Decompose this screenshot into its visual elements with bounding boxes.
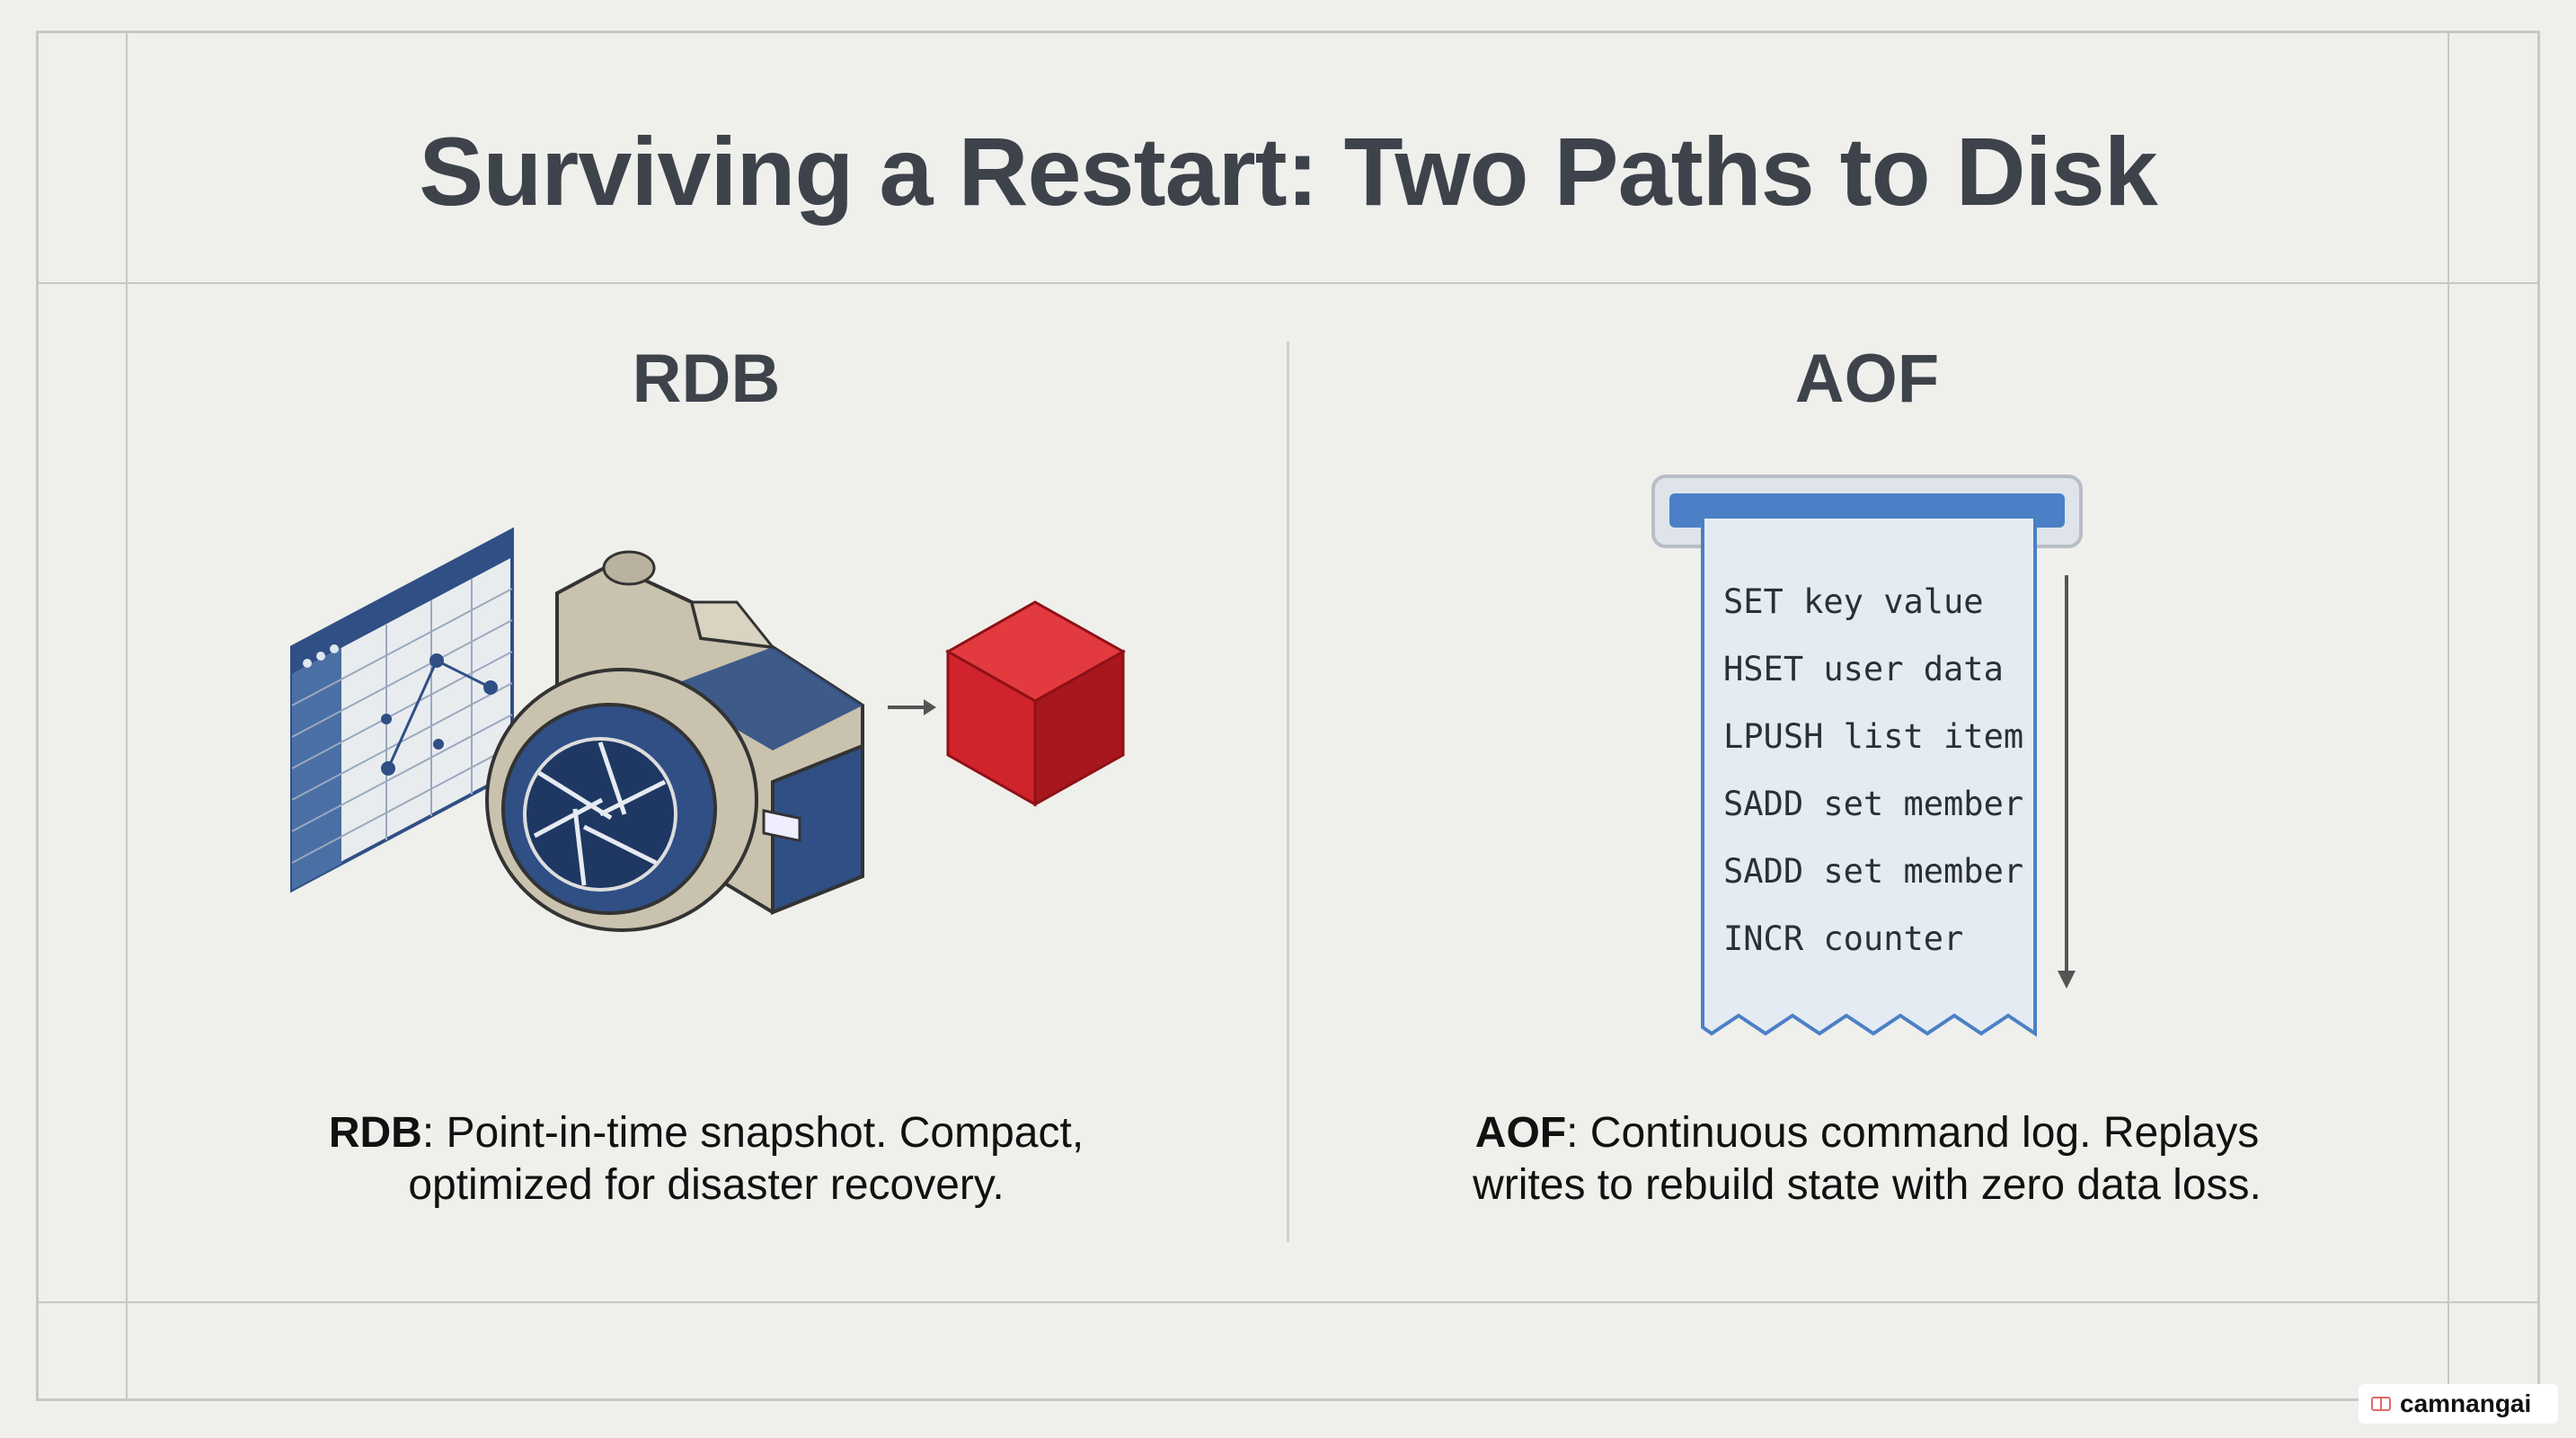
arrow-down-icon (2058, 575, 2076, 989)
aof-desc-line1: : Continuous command log. Replays (1566, 1109, 2260, 1157)
frame-top (36, 31, 2540, 33)
receipt-printer-icon (1651, 475, 2083, 1037)
aof-desc-line2: writes to rebuild state with zero data l… (1473, 1161, 2262, 1209)
rdb-desc-line2: optimized for disaster recovery. (408, 1161, 1005, 1209)
red-cube-icon (944, 600, 1127, 807)
frame-bottom (36, 1398, 2540, 1401)
rdb-desc-line1: : Point-in-time snapshot. Compact, (421, 1109, 1084, 1157)
frame-inner-right (2448, 31, 2449, 1401)
log-line: SADD set member (1723, 852, 2024, 891)
aof-desc-term: AOF (1474, 1109, 1567, 1157)
rdb-description: RDB: Point-in-time snapshot. Compact, op… (167, 1107, 1245, 1212)
log-line: HSET user data (1723, 650, 2004, 688)
aof-heading: AOF (1794, 341, 1940, 417)
aof-command-log: SET key value HSET user data LPUSH list … (1723, 575, 2023, 980)
frame-footer-line (36, 1301, 2540, 1303)
watermark-badge: camnangai (2359, 1384, 2558, 1424)
watermark-text: camnangai (2400, 1389, 2532, 1417)
book-icon (2371, 1397, 2391, 1411)
spreadsheet-icon (290, 527, 514, 893)
log-line: LPUSH list item (1723, 717, 2024, 756)
frame-header-line (36, 282, 2540, 284)
frame-left (36, 31, 39, 1401)
column-divider (1287, 342, 1289, 1242)
log-line: SET key value (1723, 582, 1984, 621)
camera-icon (485, 550, 864, 932)
rdb-desc-term: RDB (328, 1109, 422, 1157)
rdb-illustration (290, 527, 1127, 932)
arrow-right-icon (888, 699, 936, 715)
log-line: SADD set member (1723, 785, 2024, 823)
rdb-heading: RDB (632, 341, 781, 417)
page-title: Surviving a Restart: Two Paths to Disk (419, 117, 2157, 226)
frame-right (2537, 31, 2540, 1401)
aof-description: AOF: Continuous command log. Replays wri… (1328, 1107, 2406, 1212)
log-line: INCR counter (1723, 919, 1964, 958)
frame-inner-left (126, 31, 128, 1401)
